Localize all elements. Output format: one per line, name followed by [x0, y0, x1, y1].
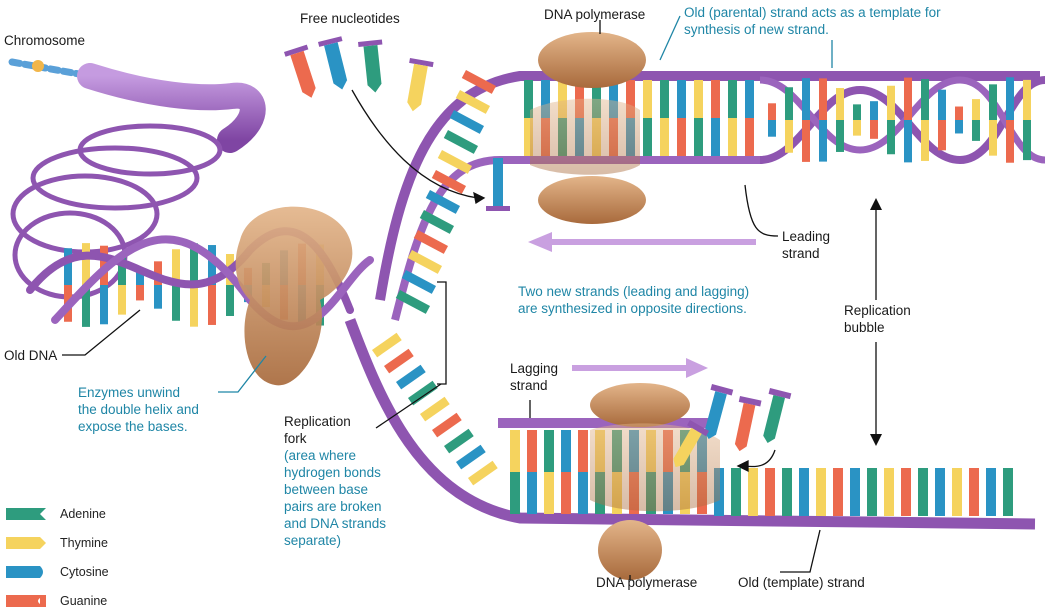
legend-label-adenine: Adenine [60, 507, 106, 521]
legend-label-cytosine: Cytosine [60, 565, 109, 579]
guanine-icon [6, 595, 46, 607]
dna-polymerase-top [530, 32, 646, 224]
dna-polymerase-bottom [590, 383, 720, 580]
leading-strand-label-line-2: strand [782, 246, 820, 261]
dna-polymerase-bottom-label: DNA polymerase [596, 575, 698, 590]
legend-label-guanine: Guanine [60, 594, 108, 608]
cytosine-icon [6, 566, 43, 578]
fork-note-line-3: between base [284, 482, 369, 497]
lagging-direction-arrow [572, 358, 708, 378]
legend-item-guanine: Guanine [6, 591, 107, 611]
replication-bubble-label-line-1: Replication [844, 303, 911, 318]
annotation-leader-lines [218, 15, 833, 393]
fork-note-line-4: pairs are broken [284, 499, 382, 514]
chromosome [8, 58, 94, 80]
lagging-strand-label-line-2: strand [510, 378, 548, 393]
lagging-strand-label-line-1: Lagging [510, 361, 559, 376]
chromosome-label: Chromosome [4, 33, 86, 48]
two-strands-note-line-1: Two new strands (leading and lagging) [518, 284, 750, 299]
helicase-enzyme [235, 206, 353, 386]
leading-strand-label-line-1: Leading [782, 229, 831, 244]
leader-lines [62, 20, 882, 580]
replication-fork-label-line-2: fork [284, 431, 307, 446]
enzymes-note-line-3: expose the bases. [78, 419, 188, 434]
two-strands-note-line-2: are synthesized in opposite directions. [518, 301, 747, 316]
legend-item-thymine: Thymine [6, 533, 108, 553]
fork-note-line-1: (area where [284, 448, 357, 463]
fork-note-line-6: separate) [284, 533, 342, 548]
fork-note-line-2: hydrogen bonds [284, 465, 381, 480]
lagging-nucleotides [673, 384, 792, 468]
replication-fork-label-line-1: Replication [284, 414, 351, 429]
thymine-icon [6, 537, 46, 549]
legend-item-adenine: Adenine [6, 504, 106, 524]
fork-note-line-5: and DNA strands [284, 516, 387, 531]
enzymes-note-line-1: Enzymes unwind [78, 385, 181, 400]
adenine-icon [6, 508, 46, 520]
legend-item-cytosine: Cytosine [6, 562, 109, 582]
leading-strand-region [375, 71, 1046, 321]
old-dna-label: Old DNA [4, 348, 58, 363]
old-strand-note-line-1: Old (parental) strand acts as a template… [684, 5, 941, 20]
fork-bases [371, 70, 498, 486]
replication-bubble-label-line-2: bubble [844, 320, 885, 335]
dna-polymerase-top-label: DNA polymerase [544, 7, 646, 22]
legend-label-thymine: Thymine [60, 536, 108, 550]
free-nucleotides-label: Free nucleotides [300, 11, 400, 26]
enzymes-note-line-2: the double helix and [78, 402, 199, 417]
free-nucleotides [284, 36, 510, 211]
old-strand-note-line-2: synthesis of new strand. [684, 22, 829, 37]
old-template-strand-label: Old (template) strand [738, 575, 865, 590]
leading-direction-arrow [528, 232, 756, 252]
